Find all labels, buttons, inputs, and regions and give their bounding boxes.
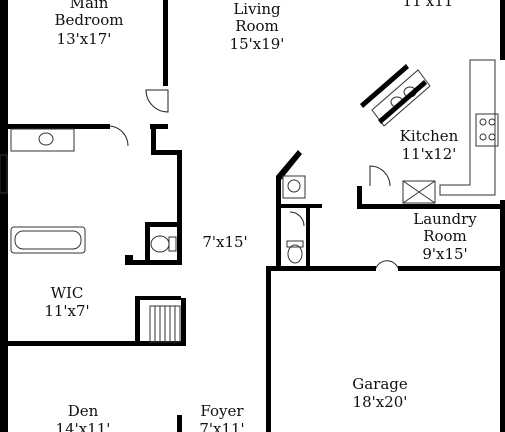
wall-angled-powder xyxy=(276,150,302,180)
powder-toilet-tank xyxy=(286,240,304,248)
hall-size: 7'x15' xyxy=(202,233,247,251)
living-room-name-line1: Living xyxy=(233,0,281,18)
wall-garage-right xyxy=(500,200,505,432)
wall-bedroom-bath-right xyxy=(150,124,168,129)
window-left xyxy=(0,154,8,194)
wall-hall-left xyxy=(177,150,182,263)
stove-icon xyxy=(475,113,499,147)
wall-bedroom-bath xyxy=(8,124,110,129)
door-bath xyxy=(109,125,129,147)
kitchen-size: 11'x12' xyxy=(402,145,457,163)
powder-vanity xyxy=(282,175,306,199)
wall-laundry-top xyxy=(357,204,505,209)
garage-size: 18'x20' xyxy=(353,393,408,411)
main-bedroom-name-line1: Main xyxy=(70,0,109,12)
wall-wic-top xyxy=(135,296,181,300)
wall-wic-right xyxy=(135,296,140,344)
den-size: 14'x11' xyxy=(56,420,111,432)
doors xyxy=(109,89,399,269)
garage-name: Garage xyxy=(352,375,408,393)
door-pantry xyxy=(369,165,391,187)
wall-kitchen-pantry xyxy=(357,186,362,208)
wall-toilet-top xyxy=(145,222,182,227)
foyer-name: Foyer xyxy=(200,402,244,420)
powder-sink-icon xyxy=(287,179,301,193)
wall-garage-left xyxy=(266,268,271,432)
kitchen-name: Kitchen xyxy=(400,127,459,145)
wic-size: 11'x7' xyxy=(44,302,89,320)
stairs xyxy=(149,305,181,343)
living-room-name-line2: Room xyxy=(235,17,279,35)
kitchen-counter xyxy=(439,59,496,196)
fixtures xyxy=(0,59,499,343)
wall-powder-right xyxy=(306,204,310,268)
bathtub-inner xyxy=(14,230,82,250)
laundry-room-size: 9'x15' xyxy=(422,245,467,263)
wall-powder-top xyxy=(276,204,322,208)
laundry-room-name-line1: Laundry xyxy=(413,210,477,228)
wall-exterior-right xyxy=(500,0,505,60)
wall-bedroom-right xyxy=(163,0,168,86)
bath-vanity xyxy=(10,128,75,152)
powder-toilet-icon xyxy=(287,244,303,264)
wall-garage-top-right xyxy=(398,266,505,271)
bathtub-icon xyxy=(10,226,86,254)
den-name: Den xyxy=(68,402,99,420)
pantry-box xyxy=(402,180,436,204)
toilet-icon xyxy=(150,235,170,253)
wall-garage-top xyxy=(266,266,376,271)
door-bedroom xyxy=(145,89,169,113)
room-labels: Main Bedroom 13'x17' Living Room 15'x19'… xyxy=(44,0,477,432)
wall-bath-hall-jog xyxy=(151,150,181,155)
wall-stair-right xyxy=(181,298,186,346)
wall-foyer-left xyxy=(177,415,182,432)
wall-exterior-left xyxy=(0,0,8,432)
foyer-size: 7'x11' xyxy=(199,420,244,432)
door-powder xyxy=(289,211,305,227)
wall-bath-hall-vertical xyxy=(151,124,156,154)
wall-powder-left xyxy=(276,176,281,268)
main-bedroom-size: 13'x17' xyxy=(57,30,112,48)
wall-toilet-nub xyxy=(125,255,133,264)
wall-toilet-left xyxy=(145,222,150,264)
toilet-tank xyxy=(168,236,177,252)
top-right-room-size: 11'x11' xyxy=(403,0,458,10)
living-room-size: 15'x19' xyxy=(230,35,285,53)
door-laundry xyxy=(375,260,399,269)
wic-name: WIC xyxy=(51,284,84,302)
bath-sink-icon xyxy=(38,132,54,146)
wall-wic-bottom xyxy=(8,341,186,346)
main-bedroom-name-line2: Bedroom xyxy=(55,11,124,29)
wall-toilet-bottom xyxy=(125,260,182,265)
laundry-room-name-line2: Room xyxy=(423,227,467,245)
